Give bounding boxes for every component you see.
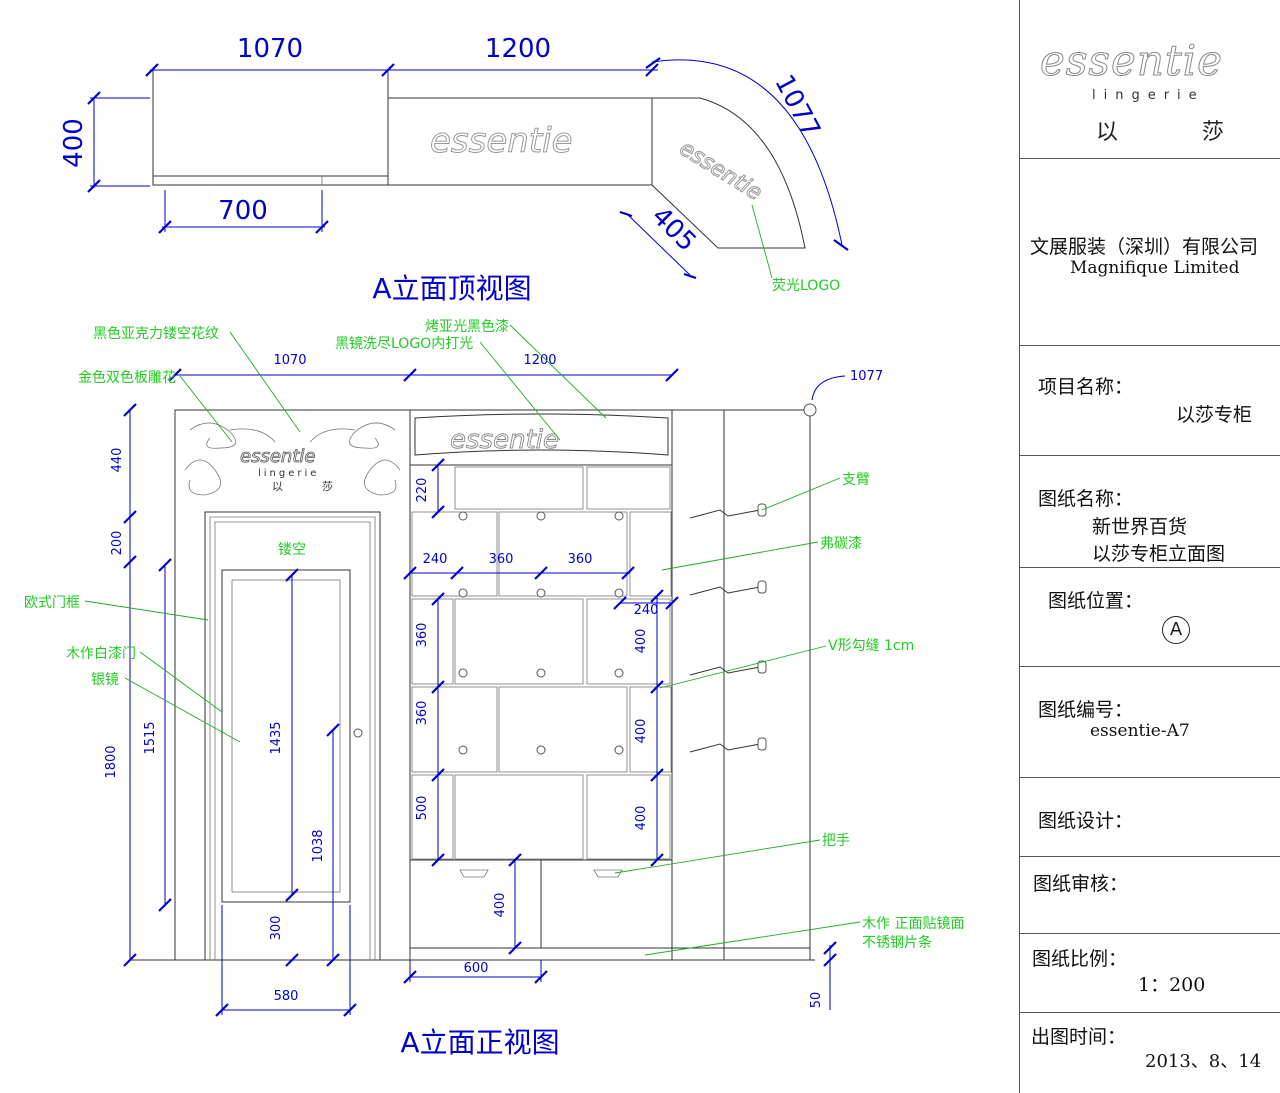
note-matte-black: 烤亚光黑色漆: [425, 318, 509, 335]
note-steel-strip: 不锈钢片条: [862, 934, 932, 951]
header-carving-panel: essentie lingerie 以 莎: [184, 422, 401, 496]
company-name-cn: 文展服装（深圳）有限公司: [1030, 236, 1259, 258]
dim-h440: 440: [110, 448, 125, 473]
title-front-view: A立面正视图: [400, 1026, 559, 1059]
drawer-handle-left: [459, 869, 489, 878]
dim-h360b: 360: [415, 701, 430, 726]
note-bracket: 支臂: [842, 472, 870, 488]
design-label: 图纸设计：: [1038, 810, 1134, 832]
logo-band-text: essentie: [450, 425, 559, 455]
note-hollow: 镂空: [278, 542, 306, 558]
dim-front-1200: 1200: [523, 353, 556, 368]
dim-front-1077: 1077: [850, 369, 883, 384]
note-white-door: 木作白漆门: [66, 646, 136, 662]
brand-logo-cn-left: 以: [1096, 120, 1119, 145]
company-name-en: Magnifique Limited: [1070, 258, 1240, 278]
title-top-view: A立面顶视图: [372, 272, 531, 305]
dim-h220: 220: [415, 478, 430, 503]
top-view: essentie essentie 1070 1200 1077 400 700: [59, 34, 849, 294]
door-panel: [221, 569, 351, 903]
project-label: 项目名称：: [1038, 376, 1134, 398]
position-value-circle: A: [1162, 616, 1190, 644]
dim-top-1200: 1200: [485, 34, 551, 64]
header-logo-cn-right: 莎: [322, 479, 333, 493]
brand-logo-cn-right: 莎: [1202, 120, 1225, 145]
header-logo-cn-left: 以: [272, 480, 283, 493]
dim-top-400: 400: [59, 118, 89, 168]
dim-h360a: 360: [415, 623, 430, 648]
top-view-logo: essentie: [430, 121, 573, 161]
brand-logo-sub: lingerie: [1092, 88, 1205, 103]
date-label: 出图时间：: [1031, 1026, 1127, 1048]
front-view: essentie lingerie 以 莎 essentie: [130, 403, 817, 961]
note-silver-mirror: 银镜: [91, 672, 119, 688]
brand-logo-script: essentie: [1039, 36, 1224, 86]
note-v-groove: V形勾缝 1cm: [828, 638, 914, 654]
top-view-curved-logo: essentie: [675, 136, 766, 206]
dim-h400b: 400: [634, 719, 649, 744]
date-value: 2013、8、14: [1145, 1051, 1262, 1072]
dim-w600: 600: [464, 961, 489, 976]
note-acrylic-pattern: 黑色亚克力镂空花纹: [93, 325, 219, 342]
header-logo: essentie: [240, 446, 315, 467]
drawing-name-line1: 新世界百货: [1092, 516, 1188, 538]
dim-h1435: 1435: [269, 721, 284, 754]
brand-logo: essentie lingerie 以 莎: [1030, 30, 1270, 150]
logo-band: [414, 413, 669, 456]
dim-w240a: 240: [423, 552, 448, 567]
number-value: essentie-A7: [1090, 721, 1190, 741]
dim-h1515: 1515: [143, 721, 158, 754]
project-value: 以莎专柜: [1176, 404, 1253, 426]
dim-h200: 200: [110, 531, 125, 556]
dim-top-700: 700: [218, 196, 268, 226]
corner-marker: [803, 403, 817, 417]
scale-value: 1：200: [1138, 974, 1206, 996]
door-knob: [353, 728, 363, 738]
top-view-curved-counter: [651, 97, 806, 249]
drawer-handle-right: [593, 869, 623, 878]
number-label: 图纸编号：: [1038, 699, 1134, 721]
note-wood-mirror: 木作 正面贴镜面: [862, 916, 964, 932]
dim-h500: 500: [415, 796, 430, 821]
door-frame: [204, 511, 381, 960]
dim-h400a: 400: [634, 629, 649, 654]
dim-top-405: 405: [645, 201, 701, 257]
top-view-counter-outline: [152, 69, 653, 186]
dim-h300: 300: [269, 916, 284, 941]
elevation-drawing: .ln { stroke:#333; stroke-width:1; fill:…: [24, 34, 964, 1059]
note-logo-glow: 荧光LOGO: [772, 277, 840, 294]
review-label: 图纸审核：: [1033, 873, 1129, 895]
dim-w360b: 360: [568, 552, 593, 567]
note-black-mirror-logo: 黑镜洗尽LOGO内打光: [335, 335, 473, 352]
dim-w580: 580: [274, 989, 299, 1004]
dim-h400c: 400: [634, 806, 649, 831]
dim-top-1077: 1077: [768, 70, 826, 143]
dim-w240b: 240: [634, 603, 659, 618]
note-door-frame: 欧式门框: [24, 595, 80, 611]
dim-h1038: 1038: [311, 829, 326, 862]
note-handle: 把手: [822, 833, 850, 849]
front-dimensions: 1070 1200 1077 440 200 1800 1515 1435 10…: [104, 353, 883, 1017]
scale-label: 图纸比例：: [1032, 948, 1128, 970]
drawing-name-label: 图纸名称：: [1038, 488, 1134, 510]
shelf-grid: [411, 466, 672, 878]
cabinet-outline: [174, 409, 811, 961]
hanging-brackets: [689, 503, 767, 753]
front-notes: 黑色亚克力镂空花纹 金色双色板雕花 烤亚光黑色漆 黑镜洗尽LOGO内打光 镂空 …: [24, 318, 964, 956]
dim-front-1070: 1070: [273, 353, 306, 368]
title-block: essentie lingerie 以 莎 文展服装（深圳）有限公司 Magni…: [1019, 0, 1280, 1093]
dim-h50: 50: [809, 992, 824, 1009]
note-gold-carving: 金色双色板雕花: [78, 369, 176, 386]
dim-w360a: 360: [489, 552, 514, 567]
note-fluorocarbon: 弗碳漆: [820, 536, 862, 552]
dim-h400d: 400: [493, 893, 508, 918]
dim-top-1070: 1070: [237, 34, 303, 64]
header-logo-sub: lingerie: [258, 468, 319, 479]
dim-h1800: 1800: [104, 745, 119, 778]
position-label: 图纸位置：: [1048, 590, 1144, 612]
drawing-name-line2: 以莎专柜立面图: [1092, 543, 1226, 565]
